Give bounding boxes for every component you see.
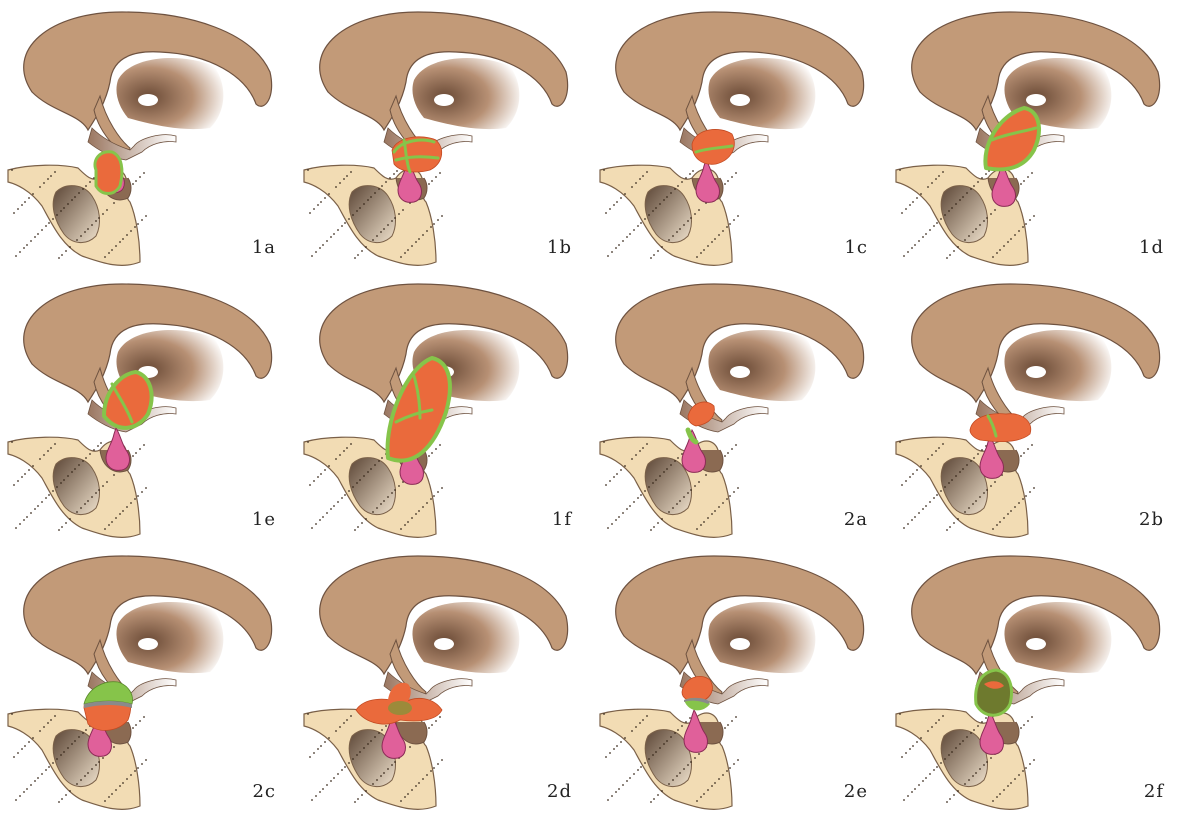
sagittal-illustration xyxy=(0,272,296,544)
pituitary-gland xyxy=(696,160,719,202)
panel-2e: 2e xyxy=(592,544,888,816)
ventricle xyxy=(116,58,223,129)
sagittal-illustration xyxy=(888,0,1184,272)
panel-label: 1b xyxy=(547,237,572,258)
panel-1a: 1a xyxy=(0,0,296,272)
ventricle xyxy=(708,58,815,129)
ventricle xyxy=(708,330,815,401)
sagittal-illustration xyxy=(296,544,592,816)
sagittal-illustration xyxy=(296,272,592,544)
ventricle xyxy=(412,58,519,129)
panel-1b: 1b xyxy=(296,0,592,272)
pituitary-gland xyxy=(682,430,705,472)
ventricle-foramen xyxy=(730,94,750,106)
ventricle-foramen xyxy=(730,366,750,378)
ventricle xyxy=(1004,330,1111,401)
sagittal-illustration xyxy=(592,272,888,544)
ventricle xyxy=(116,602,223,673)
ventricle xyxy=(708,602,815,673)
panel-1c: 1c xyxy=(592,0,888,272)
panel-2d: 2d xyxy=(296,544,592,816)
panel-label: 2e xyxy=(844,781,868,802)
panel-1f: 1f xyxy=(296,272,592,544)
sagittal-illustration xyxy=(0,0,296,272)
tumor xyxy=(970,414,1031,442)
panel-label: 2b xyxy=(1139,509,1164,530)
panel-label: 2d xyxy=(547,781,572,802)
sagittal-illustration xyxy=(888,272,1184,544)
ventricle xyxy=(1004,602,1111,673)
tumor-capsule xyxy=(976,670,1012,715)
sagittal-illustration xyxy=(592,544,888,816)
ventricle-foramen xyxy=(138,638,158,650)
panel-label: 1f xyxy=(552,509,572,530)
panel-2f: 2f xyxy=(888,544,1184,816)
sagittal-illustration xyxy=(888,544,1184,816)
ventricle-foramen xyxy=(730,638,750,650)
tumor-capsule xyxy=(388,701,412,715)
panel-label: 2a xyxy=(844,509,868,530)
panel-1d: 1d xyxy=(888,0,1184,272)
pituitary-gland xyxy=(106,428,129,470)
sagittal-illustration xyxy=(296,0,592,272)
panel-label: 2c xyxy=(252,781,276,802)
sagittal-illustration xyxy=(592,0,888,272)
ventricle-foramen xyxy=(434,638,454,650)
panel-2b: 2b xyxy=(888,272,1184,544)
panel-2c: 2c xyxy=(0,544,296,816)
ventricle xyxy=(412,602,519,673)
panel-2a: 2a xyxy=(592,272,888,544)
ventricle-foramen xyxy=(1026,366,1046,378)
panel-label: 1d xyxy=(1139,237,1164,258)
ventricle-foramen xyxy=(434,94,454,106)
panel-label: 2f xyxy=(1144,781,1164,802)
sagittal-illustration xyxy=(0,544,296,816)
ventricle-foramen xyxy=(1026,638,1046,650)
panel-label: 1e xyxy=(252,509,276,530)
panel-1e: 1e xyxy=(0,272,296,544)
panel-label: 1c xyxy=(844,237,868,258)
panel-label: 1a xyxy=(252,237,276,258)
ventricle-foramen xyxy=(138,94,158,106)
ventricle-foramen xyxy=(1026,94,1046,106)
